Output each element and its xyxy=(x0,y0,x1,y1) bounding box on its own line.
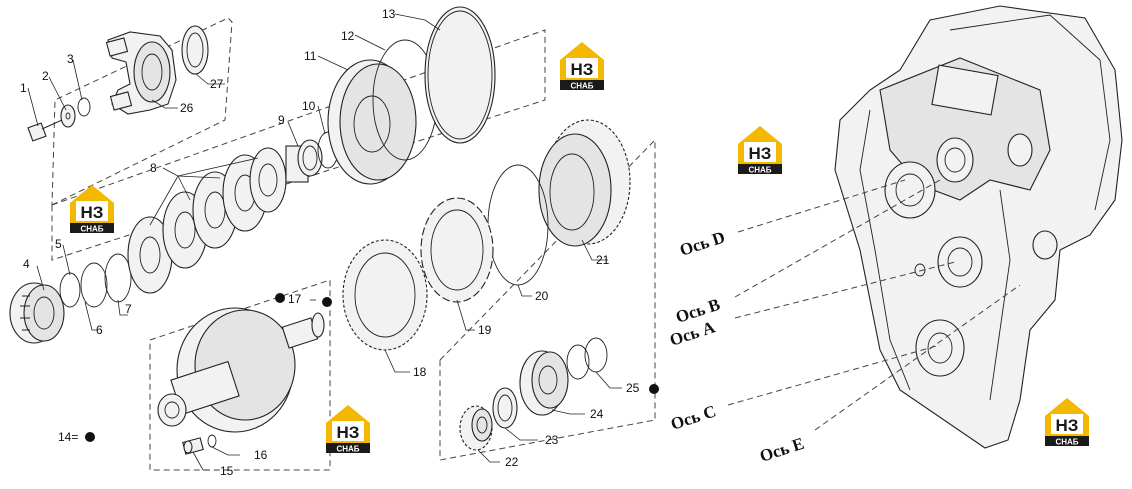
part-piston-11 xyxy=(327,59,417,185)
label-part-10: 10 xyxy=(302,99,316,113)
watermark-main-text: НЗ xyxy=(749,144,772,163)
watermark-sub-text: СНАБ xyxy=(80,225,103,234)
watermark-logo-5: НЗ СНАБ xyxy=(1045,398,1089,447)
label-part-27: 27 xyxy=(210,77,224,91)
label-part-13: 13 xyxy=(382,7,396,21)
part-gear-21 xyxy=(538,119,631,247)
label-part-6: 6 xyxy=(96,323,103,337)
part-disc-13 xyxy=(424,6,496,144)
label-part-15: 15 xyxy=(220,464,234,478)
watermark-sub-text: СНАБ xyxy=(336,445,359,454)
part-seal xyxy=(181,25,209,75)
watermark-sub-text: СНАБ xyxy=(748,166,771,175)
watermark-sub-text: СНАБ xyxy=(1055,438,1078,447)
watermark-main-text: НЗ xyxy=(1056,416,1079,435)
part-snap-ring-20 xyxy=(487,164,549,286)
label-part-25: 25 xyxy=(626,381,640,395)
label-part-19: 19 xyxy=(478,323,492,337)
watermark-main-text: НЗ xyxy=(571,60,594,79)
part-ring-gear-18 xyxy=(342,239,428,351)
axis-labels: Ось D Ось B Ось A Ось C Ось E xyxy=(667,227,806,465)
label-part-26: 26 xyxy=(180,101,194,115)
leader-lines xyxy=(27,13,622,471)
part-ring-23 xyxy=(492,387,518,429)
bullet-25 xyxy=(649,384,659,394)
watermark-logo-1: НЗ СНАБ xyxy=(560,42,604,91)
watermark-logo-2: НЗ СНАБ xyxy=(738,126,782,175)
bullet-17-left xyxy=(275,293,285,303)
axis-label-c: Ось C xyxy=(668,401,718,433)
part-oring-small xyxy=(77,97,91,117)
label-part-1: 1 xyxy=(20,81,27,95)
part-bolt xyxy=(27,119,63,142)
label-part-8: 8 xyxy=(150,161,157,175)
part-yoke xyxy=(105,31,177,115)
watermark-logo-4: НЗ СНАБ xyxy=(326,405,370,454)
label-part-23: 23 xyxy=(545,433,559,447)
label-part-21: 21 xyxy=(596,253,610,267)
part-pin-15 xyxy=(182,437,204,455)
part-plate-19 xyxy=(420,197,494,303)
watermark-sub-text: СНАБ xyxy=(570,82,593,91)
label-legend-14: 14= xyxy=(58,430,78,444)
part-drum-housing xyxy=(157,307,325,433)
bullet-17-right xyxy=(322,297,332,307)
part-roller-bearing-22 xyxy=(459,405,493,451)
label-part-17: 17 xyxy=(288,292,302,306)
part-bushing-9 xyxy=(285,139,323,183)
watermark-main-text: НЗ xyxy=(81,203,104,222)
label-part-16: 16 xyxy=(254,448,268,462)
label-part-7: 7 xyxy=(125,302,132,316)
label-part-11: 11 xyxy=(304,49,317,63)
label-part-12: 12 xyxy=(341,29,355,43)
label-part-2: 2 xyxy=(42,69,49,83)
axis-label-d: Ось D xyxy=(677,227,727,259)
part-number-labels: 1 2 3 4 5 6 7 8 9 10 11 12 13 15 16 17 1… xyxy=(20,7,640,478)
label-part-22: 22 xyxy=(505,455,519,469)
watermark-logo-3: НЗ СНАБ xyxy=(70,185,114,234)
label-part-9: 9 xyxy=(278,113,285,127)
label-part-5: 5 xyxy=(55,237,62,251)
part-washer xyxy=(60,104,76,128)
part-ring-7 xyxy=(104,253,132,303)
axis-label-e: Ось E xyxy=(757,434,806,466)
label-part-18: 18 xyxy=(413,365,427,379)
label-part-4: 4 xyxy=(23,257,30,271)
watermark-main-text: НЗ xyxy=(337,423,360,442)
label-part-3: 3 xyxy=(67,52,74,66)
bullet-14 xyxy=(85,432,95,442)
part-ring-16 xyxy=(207,434,217,448)
part-rings-25 xyxy=(566,337,608,380)
part-clutch-discs xyxy=(127,147,287,294)
label-part-24: 24 xyxy=(590,407,604,421)
part-snap-ring-5 xyxy=(59,272,81,308)
part-ring-6 xyxy=(80,262,108,308)
axis-leaders xyxy=(727,179,1021,431)
label-part-20: 20 xyxy=(535,289,549,303)
part-bearing-4 xyxy=(9,282,65,344)
transmission-housing xyxy=(834,5,1123,449)
part-bearing-24 xyxy=(519,350,569,416)
